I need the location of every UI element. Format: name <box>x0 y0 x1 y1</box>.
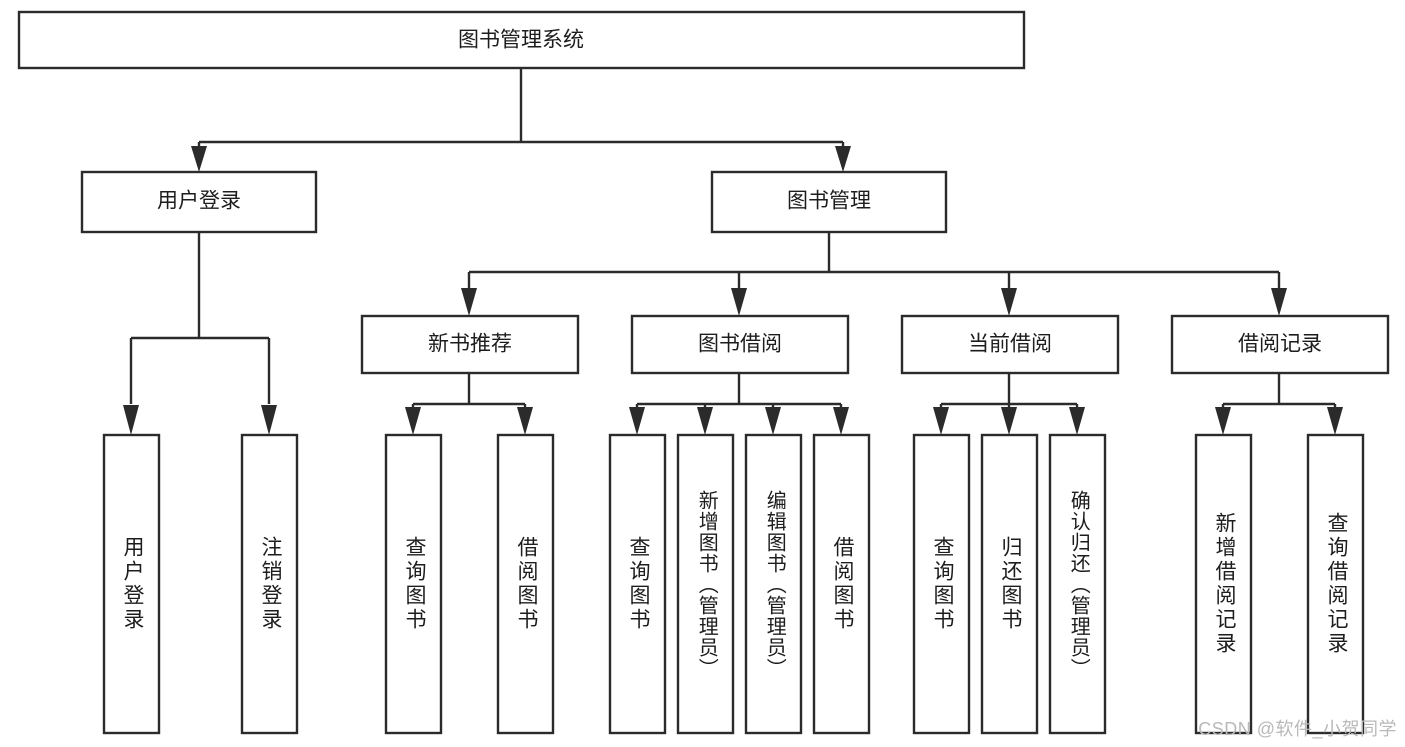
connector-borrowrecord-to-leaves <box>1215 373 1343 435</box>
leaf-node[interactable]: 新增图书（管理员） <box>676 433 735 735</box>
leaf-node[interactable]: 查询借阅记录 <box>1306 433 1365 735</box>
arrow-to-leaf-logout <box>261 405 277 435</box>
node-current-borrow-label: 当前借阅 <box>968 333 1052 356</box>
arrow-bookborrow-leaf-2 <box>697 407 713 435</box>
node-current-borrow[interactable]: 当前借阅 <box>900 314 1120 375</box>
connector-root-to-level2 <box>191 68 851 172</box>
arrow-currentborrow-leaf-2 <box>1001 407 1017 435</box>
leaf-node[interactable]: 借阅图书 <box>812 433 871 735</box>
leaf-node[interactable]: 借阅图书 <box>496 433 555 735</box>
node-book-borrow-label: 图书借阅 <box>698 333 782 356</box>
arrow-currentborrow-leaf-3 <box>1069 407 1085 435</box>
leaf-label: 查询图书 <box>626 536 650 632</box>
leaf-node[interactable]: 查询图书 <box>608 433 667 735</box>
leaf-label: 借阅图书 <box>514 536 538 632</box>
arrow-to-book-manage <box>835 146 851 172</box>
node-new-book-recommend-label: 新书推荐 <box>428 333 512 356</box>
leaf-node[interactable]: 归还图书 <box>980 433 1039 735</box>
arrow-bookborrow-leaf-3 <box>765 407 781 435</box>
leaf-node[interactable]: 注销登录 <box>240 433 299 735</box>
leaf-node[interactable]: 查询图书 <box>384 433 443 735</box>
connector-newbook-to-leaves <box>405 373 533 435</box>
arrow-to-borrow-record <box>1271 288 1287 316</box>
node-borrow-record-label: 借阅记录 <box>1238 333 1322 356</box>
node-user-login[interactable]: 用户登录 <box>80 170 318 234</box>
leaf-label: 查询图书 <box>930 536 954 632</box>
leaf-label: 新增借阅记录 <box>1212 512 1236 656</box>
node-new-book-recommend[interactable]: 新书推荐 <box>360 314 580 375</box>
arrow-to-user-login <box>191 146 207 172</box>
leaf-node[interactable]: 新增借阅记录 <box>1194 433 1253 735</box>
arrow-borrowrecord-leaf-2 <box>1327 407 1343 435</box>
arrow-bookborrow-leaf-4 <box>833 407 849 435</box>
leaf-node[interactable]: 确认归还（管理员） <box>1048 433 1107 735</box>
arrow-currentborrow-leaf-1 <box>933 407 949 435</box>
arrow-borrowrecord-leaf-1 <box>1215 407 1231 435</box>
arrow-newbook-leaf-1 <box>405 407 421 435</box>
leaf-label: 借阅图书 <box>830 536 854 632</box>
leaf-label: 编辑图书（管理员） <box>763 489 786 679</box>
node-root-label: 图书管理系统 <box>458 29 584 52</box>
connector-currentborrow-to-leaves <box>933 373 1085 435</box>
leaf-label: 查询图书 <box>402 536 426 632</box>
arrow-to-leaf-user-login <box>123 405 139 435</box>
connector-bookborrow-to-leaves <box>629 373 849 435</box>
connector-bookmanage-to-level3 <box>461 232 1287 316</box>
node-user-login-label: 用户登录 <box>157 190 241 213</box>
leaf-node[interactable]: 用户登录 <box>102 433 161 735</box>
node-borrow-record[interactable]: 借阅记录 <box>1170 314 1390 375</box>
arrow-bookborrow-leaf-1 <box>629 407 645 435</box>
node-root-system[interactable]: 图书管理系统 <box>17 10 1026 70</box>
arrow-to-current-borrow <box>1001 288 1017 316</box>
arrow-to-new-book <box>461 288 477 316</box>
leaf-label: 用户登录 <box>120 536 144 632</box>
arrow-newbook-leaf-2 <box>517 407 533 435</box>
node-book-manage[interactable]: 图书管理 <box>710 170 948 234</box>
leaf-label: 新增图书（管理员） <box>695 489 718 679</box>
leaf-node[interactable]: 编辑图书（管理员） <box>744 433 803 735</box>
leaf-label: 查询借阅记录 <box>1324 512 1348 656</box>
arrow-to-book-borrow <box>731 288 747 316</box>
leaf-label: 归还图书 <box>998 536 1022 632</box>
node-book-manage-label: 图书管理 <box>787 190 871 213</box>
leaf-label: 注销登录 <box>258 536 282 632</box>
connector-userlogin-to-leaves <box>123 232 277 435</box>
leaf-label: 确认归还（管理员） <box>1067 489 1090 679</box>
leaf-node[interactable]: 查询图书 <box>912 433 971 735</box>
node-book-borrow[interactable]: 图书借阅 <box>630 314 850 375</box>
